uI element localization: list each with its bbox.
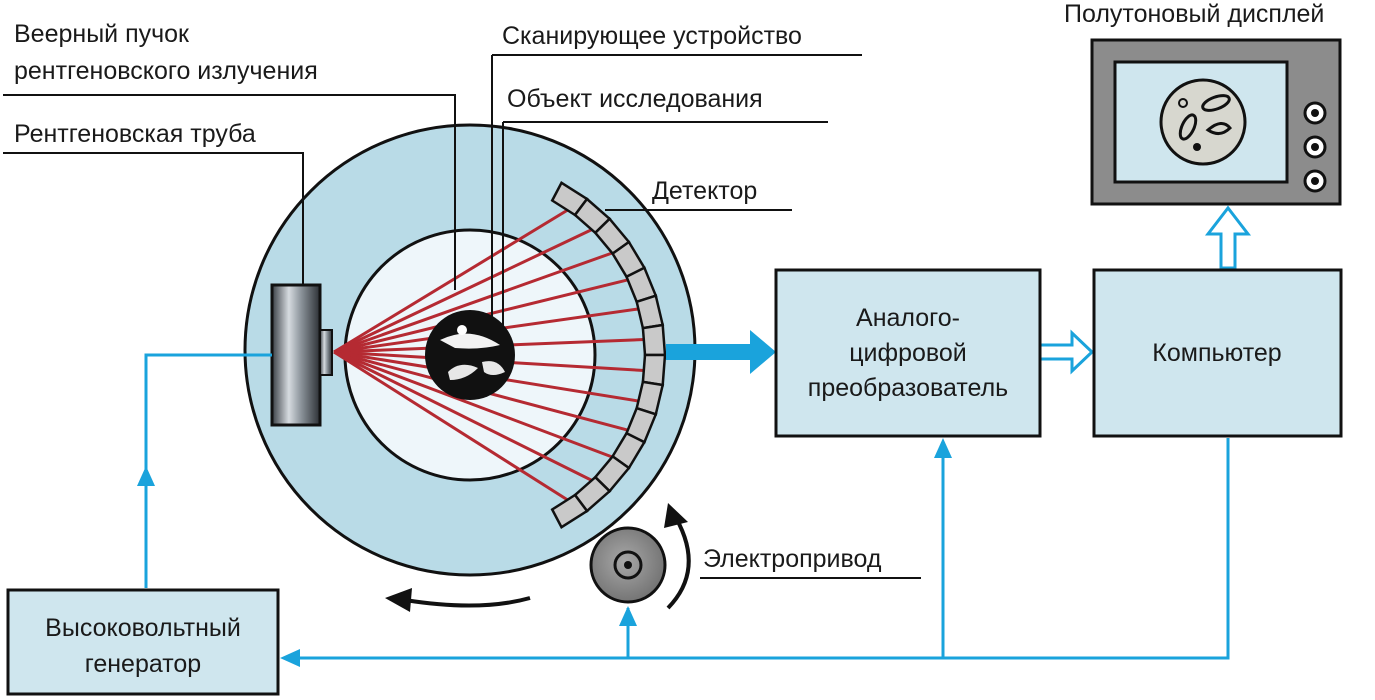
rotation-arrow-icon	[385, 588, 531, 612]
adc-label-line1: Аналого-	[856, 304, 960, 332]
scanner-label: Сканирующее устройство	[502, 22, 802, 50]
fan-beam-label-line1: Веерный пучок	[14, 20, 190, 48]
adc-label-line3: преобразователь	[808, 374, 1008, 402]
fan-beam-label-line2: рентгеновского излучения	[14, 57, 318, 85]
signal-wires	[144, 353, 1230, 660]
computer-label: Компьютер	[1152, 339, 1281, 367]
detector-to-adc-arrow	[666, 330, 776, 374]
detector-array	[550, 181, 667, 529]
monitor-knob-icon	[1303, 101, 1327, 193]
detector-cell	[641, 353, 667, 387]
beam-ray	[333, 228, 593, 354]
hv-generator-box: Высоковольтный генератор	[6, 588, 280, 696]
object-icon	[425, 310, 515, 400]
beam-ray	[333, 350, 593, 482]
beam-ray	[333, 208, 569, 354]
xray-tube-icon	[270, 283, 333, 427]
detector-label: Детектор	[652, 177, 757, 205]
computer-to-display-arrow	[1204, 205, 1252, 270]
adc-label-line2: цифровой	[849, 339, 967, 367]
detector-cell	[641, 323, 667, 357]
adc-box: Аналого- цифровой преобразователь	[774, 268, 1042, 438]
display-label: Полутоновый дисплей	[1064, 0, 1324, 28]
adc-to-computer-arrow	[1038, 329, 1095, 375]
beam-ray	[333, 350, 613, 459]
beam-ray	[333, 251, 613, 354]
motor-icon	[589, 526, 667, 604]
hv-label-line1: Высоковольтный	[45, 614, 241, 642]
computer-box: Компьютер	[1092, 268, 1343, 438]
motor-rotation-arrow-icon	[664, 503, 691, 610]
beam-ray	[333, 350, 569, 502]
motor-label: Электропривод	[703, 545, 882, 573]
object-label: Объект исследования	[507, 85, 763, 113]
leader-lines	[3, 54, 921, 579]
detector-cell	[550, 493, 589, 529]
xray-tube-label: Рентгеновская труба	[14, 120, 256, 148]
monitor-icon	[1090, 38, 1342, 206]
hv-label-line2: генератор	[85, 650, 201, 678]
wire-arrowheads	[137, 438, 952, 667]
